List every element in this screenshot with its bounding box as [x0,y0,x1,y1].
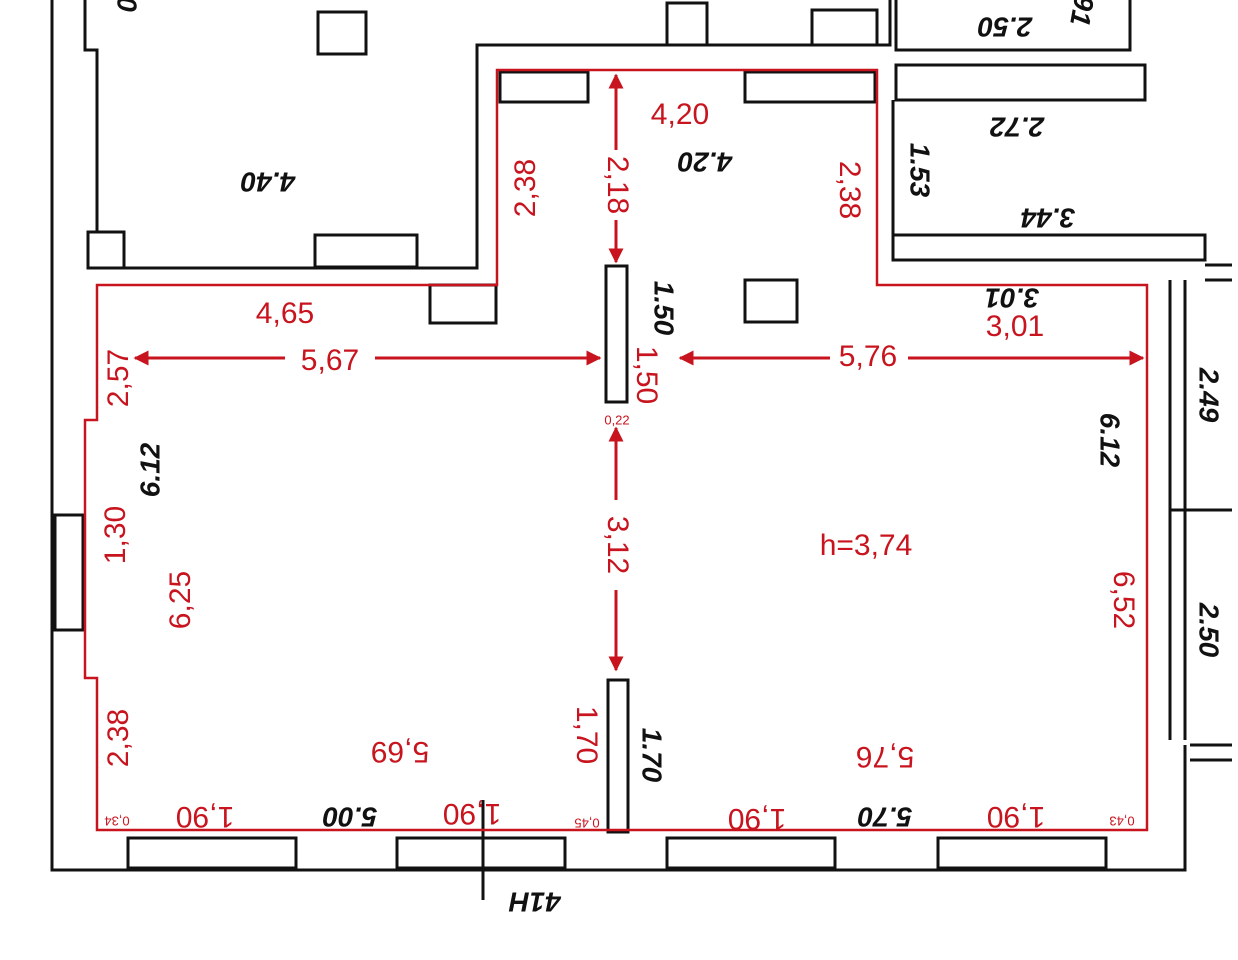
vent-shaft [86,230,126,270]
plan-label: 91 [1064,0,1100,28]
measure-pillar: 1,70 [570,706,603,764]
plan-label: 6.12 [1095,413,1126,468]
plan-label: 6.12 [134,442,165,497]
plan-label: 3.44 [1020,203,1075,234]
plan-label: 2.50 [1194,602,1225,658]
measure-left-lower: 2,38 [102,709,135,767]
plan-label: 1.53 [905,143,936,198]
measure-notch-right: 2,38 [833,161,866,219]
measure-right-top: 3,01 [986,310,1044,343]
window [395,836,567,870]
room-outline [83,68,1149,832]
plan-label: 2.50 [977,12,1033,43]
vent-shaft [743,278,799,324]
vent-shaft [428,283,498,325]
column [606,678,630,834]
plan-label: 0 [112,0,143,12]
dimension-arrows [133,73,1145,672]
measure-left-wall: 6,25 [164,571,197,629]
window [665,836,837,870]
measure-left-span: 5,67 [301,344,359,377]
vent-shaft [313,233,419,269]
measure-corner-right: 0,43 [1109,814,1134,829]
measure-left-top: 4,65 [256,297,314,330]
plan-label: 2.49 [1194,367,1225,423]
measure-window: 1,90 [443,797,501,830]
ceiling-height: h=3,74 [820,529,913,562]
vent-shaft [810,8,879,47]
walls [50,0,1232,900]
measure-window: 1,90 [176,800,234,833]
measure-corner-mid: 0,45 [574,816,599,831]
measure-center-span: 3,12 [601,516,634,574]
measure-left-upper: 2,57 [102,349,135,407]
measure-window: 1,90 [728,802,786,835]
plan-label: 1.70 [637,728,668,783]
plan-label: 2.72 [989,112,1045,143]
window-left [53,513,85,632]
plan-label: 4.20 [677,147,733,178]
vent-shaft [498,70,590,104]
measure-bottom-left: 5,69 [371,735,429,768]
measure-top-depth: 2,18 [601,156,634,214]
measure-bottom-right: 5,76 [856,740,914,773]
window [936,836,1108,870]
measure-right-wall: 6,52 [1107,571,1140,629]
vent-shaft [743,70,877,104]
vent-shaft [316,10,368,56]
measure-top-width: 4,20 [651,98,709,131]
column [604,264,629,404]
plan-labels: 2.50 2.72 1.53 3.44 4.40 4.20 3.01 1.50 … [112,0,1225,918]
plan-label: 3.01 [985,283,1040,314]
measure-column-depth: 0,22 [604,412,629,427]
plan-label: 5.70 [857,802,912,833]
plan-label: 5.00 [322,802,377,833]
measurements: 4,20 2,18 2,38 2,38 4,65 5,67 5,76 3,01 … [99,98,1140,835]
vent-shaft [665,1,709,47]
measure-corner-left: 0,34 [104,814,129,829]
measure-window: 1,90 [987,800,1045,833]
measure-column-width: 1,50 [630,346,663,404]
plan-label: 1.50 [649,281,680,336]
plan-label: 4.40 [240,167,296,198]
measure-left-window: 1,30 [99,506,132,564]
window [126,836,298,870]
measure-notch-left: 2,38 [509,159,542,217]
plan-label: 41H [509,887,562,918]
measure-right-span: 5,76 [839,340,897,373]
